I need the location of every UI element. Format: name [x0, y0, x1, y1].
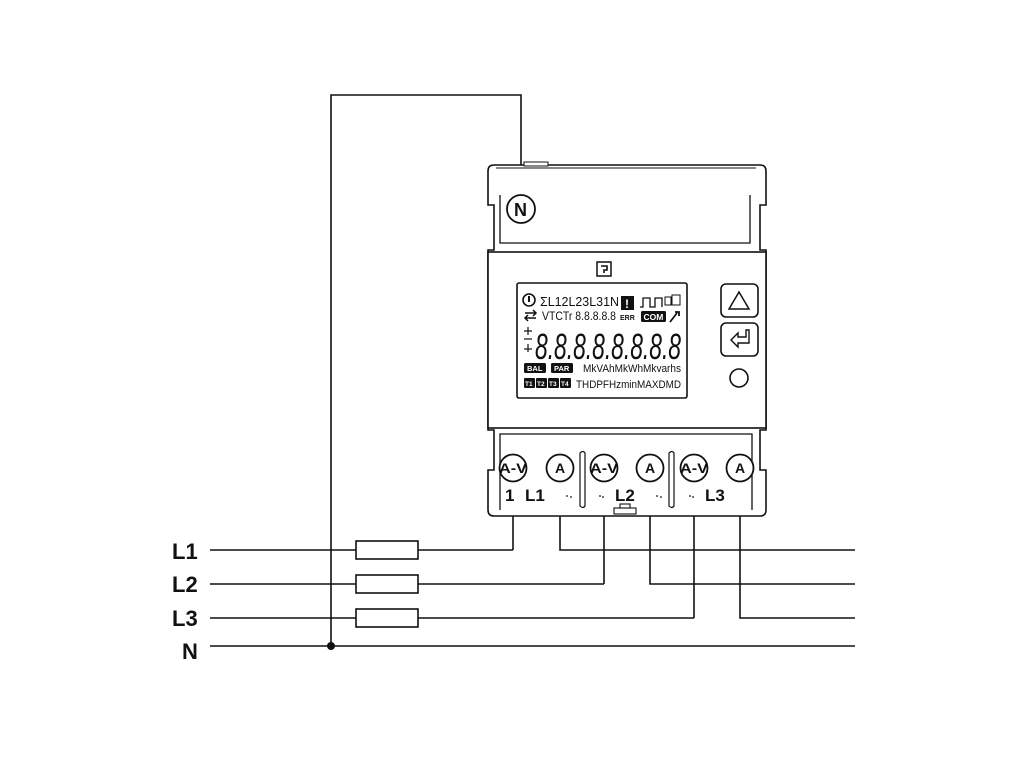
phase-label-l2: L2 [615, 486, 635, 505]
par-badge [551, 363, 573, 373]
pulse-waveform-icon [640, 297, 663, 308]
line-labels: L1 L2 L3 N [172, 539, 198, 664]
brand-logo-icon [596, 261, 612, 277]
terminal-6-label: A [735, 460, 745, 476]
lcd-units-row-2: THDPFHzminMAXDMD [576, 379, 681, 391]
enter-arrow-icon [730, 329, 750, 349]
lcd-display: ΣL12L23L31N ! ERR VTCTr 8.8.8.8.8 COM [516, 282, 688, 399]
up-button[interactable] [720, 283, 759, 318]
up-arrow-icon [727, 290, 751, 310]
tariff-t2: T2 [537, 381, 545, 388]
page-icon-2 [671, 294, 681, 306]
fuse-l2 [355, 574, 419, 594]
terminal-1-av[interactable]: A-V [498, 453, 528, 483]
din-rail-latch [613, 503, 637, 515]
bal-badge [524, 363, 546, 373]
power-icon [522, 293, 536, 307]
wires [210, 94, 855, 647]
top-clip-tab [523, 161, 549, 167]
fuse-l3 [355, 608, 419, 628]
tariff-badges: T1 T2 T3 T4 [524, 378, 571, 388]
label-l1: L1 [172, 539, 198, 564]
phase-label-l3: L3 [705, 486, 725, 505]
terminal-3-label: A-V [590, 460, 619, 476]
terminal-1-label: A-V [499, 460, 528, 476]
neutral-junction-dot [327, 642, 335, 650]
lcd-err-label: ERR [620, 315, 635, 322]
fuse-l1 [355, 540, 419, 560]
direction-marks [566, 495, 694, 498]
terminal-2-label: A [555, 460, 565, 476]
lcd-units-row-1: MkVAhMkWhMkvarhs [583, 363, 681, 375]
lcd-phase-row: ΣL12L23L31N [540, 295, 619, 309]
terminal-n-label: N [514, 200, 527, 220]
error-exclamation-icon: ! [625, 297, 629, 311]
terminal-3-av[interactable]: A-V [589, 453, 619, 483]
lcd-vtctr-row: VTCTr 8.8.8.8.8 [542, 311, 616, 323]
wire-l3-out [739, 478, 855, 619]
tariff-t1: T1 [525, 381, 533, 388]
tariff-t3: T3 [549, 381, 557, 388]
phase-label-1: 1 [505, 486, 514, 505]
terminal-5-av[interactable]: A-V [679, 453, 709, 483]
top-terminal-bay [499, 195, 751, 244]
lcd-com-label: COM [644, 312, 664, 322]
fuses [355, 540, 419, 628]
lcd-par-label: PAR [554, 364, 570, 373]
lcd-bal-label: BAL [527, 364, 543, 373]
wrench-icon [669, 311, 680, 323]
terminal-6-a[interactable]: A [725, 453, 755, 483]
com-badge [641, 311, 666, 322]
label-l2: L2 [172, 572, 198, 597]
label-n: N [182, 639, 198, 664]
side-sign-indicators [524, 327, 532, 352]
terminal-4-label: A [645, 460, 655, 476]
terminal-5-label: A-V [680, 460, 709, 476]
reset-button[interactable] [729, 368, 749, 388]
lcd-main-digits: 8.8.8.8.8.8.8.8 [535, 326, 681, 367]
terminal-4-a[interactable]: A [635, 453, 665, 483]
enter-button[interactable] [720, 322, 759, 357]
tariff-t4: T4 [561, 381, 569, 388]
phase-label-l1: L1 [525, 486, 545, 505]
terminal-n[interactable]: N [506, 194, 536, 224]
terminal-2-a[interactable]: A [545, 453, 575, 483]
energy-meter: ΣL12L23L31N ! ERR VTCTr 8.8.8.8.8 COM [487, 161, 767, 517]
swap-arrows-icon [523, 309, 538, 322]
label-l3: L3 [172, 606, 198, 631]
phase-separators [579, 450, 675, 509]
error-indicator-box [621, 296, 634, 310]
page-icon-1 [664, 296, 672, 306]
wire-n-to-meter [330, 94, 522, 646]
